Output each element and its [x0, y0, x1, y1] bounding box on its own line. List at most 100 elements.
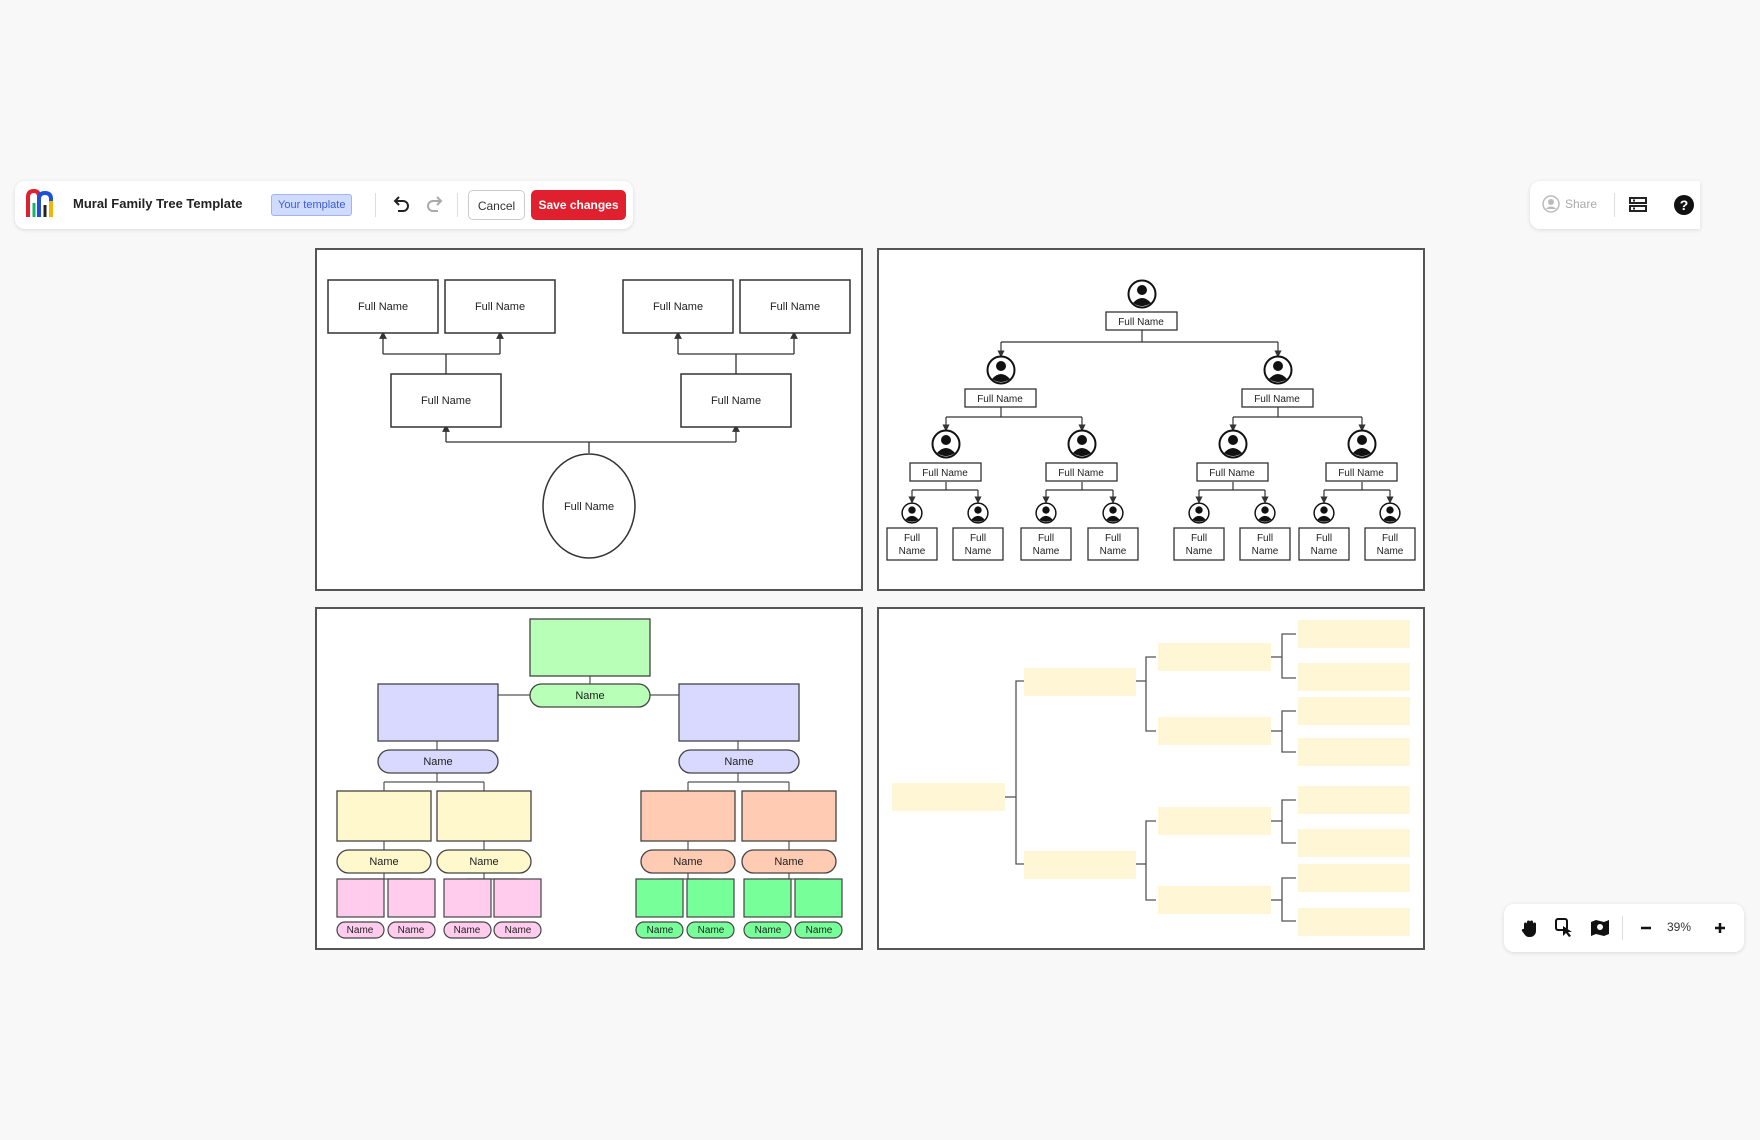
right-toolbar: Share ?: [1530, 181, 1700, 229]
name-line1: Full: [1382, 533, 1398, 544]
name-label: Name: [575, 690, 604, 702]
zoom-in-icon[interactable]: [1708, 916, 1732, 940]
name-pill[interactable]: [387, 921, 436, 939]
person-icon: [986, 355, 1016, 385]
grandparent-box[interactable]: [444, 279, 556, 334]
name-label: Full Name: [977, 394, 1023, 405]
hand-tool-icon[interactable]: [1518, 916, 1542, 940]
placeholder-box[interactable]: [1298, 829, 1410, 857]
placeholder-box[interactable]: [1298, 620, 1410, 648]
placeholder-box[interactable]: [892, 783, 1005, 811]
parent-box[interactable]: [680, 373, 792, 428]
photo-box[interactable]: [377, 683, 499, 742]
share-button[interactable]: Share: [1542, 195, 1597, 213]
placeholder-box[interactable]: [1024, 851, 1136, 879]
photo-box[interactable]: [336, 790, 432, 842]
board2-connectors: [908, 330, 1394, 504]
parent-box[interactable]: [390, 373, 502, 428]
undo-icon[interactable]: [389, 193, 413, 217]
root-circle[interactable]: [542, 453, 636, 559]
photo-box[interactable]: [443, 878, 492, 918]
name-box[interactable]: [1298, 527, 1350, 561]
name-box[interactable]: [1087, 527, 1139, 561]
grandparent-name: Full Name: [475, 301, 525, 313]
grandparent-box[interactable]: [327, 279, 439, 334]
placeholder-box[interactable]: [1298, 738, 1410, 766]
name-label: Name: [347, 925, 374, 936]
root-name: Full Name: [564, 501, 614, 513]
photo-box[interactable]: [794, 878, 843, 918]
redo-icon[interactable]: [423, 193, 447, 217]
name-box[interactable]: [1239, 527, 1291, 561]
name-pill[interactable]: [493, 921, 542, 939]
photo-box[interactable]: [743, 878, 792, 918]
photo-box[interactable]: [436, 790, 532, 842]
name-label: Name: [369, 856, 398, 868]
name-pill[interactable]: [436, 849, 532, 874]
photo-box[interactable]: [741, 790, 837, 842]
placeholder-box[interactable]: [1298, 663, 1410, 691]
name-pill[interactable]: [635, 921, 684, 939]
touch-select-icon[interactable]: [1553, 916, 1577, 940]
name-pill[interactable]: [743, 921, 792, 939]
template-title: Mural Family Tree Template: [73, 196, 243, 211]
placeholder-box[interactable]: [1158, 717, 1271, 745]
placeholder-box[interactable]: [1024, 668, 1136, 696]
name-pill[interactable]: [640, 849, 736, 874]
name-box[interactable]: [886, 527, 938, 561]
name-box[interactable]: [1020, 527, 1072, 561]
placeholder-box[interactable]: [1158, 807, 1271, 835]
name-pill[interactable]: [377, 749, 499, 774]
placeholder-box[interactable]: [1298, 697, 1410, 725]
zoom-level[interactable]: 39%: [1667, 920, 1692, 934]
name-box[interactable]: [1196, 462, 1269, 482]
photo-box[interactable]: [336, 878, 385, 918]
name-box[interactable]: [964, 388, 1037, 408]
name-label: Name: [724, 756, 753, 768]
name-label: Full Name: [1209, 468, 1255, 479]
name-box[interactable]: [1241, 388, 1314, 408]
placeholder-box[interactable]: [1298, 864, 1410, 892]
save-changes-button[interactable]: Save changes: [531, 190, 626, 220]
photo-box[interactable]: [387, 878, 436, 918]
placeholder-box[interactable]: [1158, 886, 1271, 914]
name-box[interactable]: [952, 527, 1004, 561]
name-pill[interactable]: [741, 849, 837, 874]
zoom-out-icon[interactable]: [1634, 916, 1658, 940]
root-name-box[interactable]: [1105, 311, 1178, 331]
outline-panel-icon[interactable]: [1626, 193, 1650, 217]
placeholder-box[interactable]: [1298, 908, 1410, 936]
name-pill[interactable]: [443, 921, 492, 939]
name-box[interactable]: [1173, 527, 1225, 561]
top-toolbar: Mural Family Tree Template Your template…: [15, 181, 633, 229]
name-box[interactable]: [909, 462, 982, 482]
grandparent-box[interactable]: [739, 279, 851, 334]
photo-box[interactable]: [640, 790, 736, 842]
name-line1: Full: [1316, 533, 1332, 544]
name-line1: Full: [904, 533, 920, 544]
placeholder-box[interactable]: [1158, 643, 1271, 671]
grandparent-box[interactable]: [622, 279, 734, 334]
photo-box[interactable]: [635, 878, 684, 918]
photo-box[interactable]: [529, 618, 651, 677]
photo-box[interactable]: [678, 683, 800, 742]
photo-box[interactable]: [686, 878, 735, 918]
help-icon[interactable]: ?: [1672, 193, 1696, 217]
mural-logo[interactable]: [24, 187, 60, 221]
name-box[interactable]: [1045, 462, 1118, 482]
name-label: Name: [454, 925, 481, 936]
name-pill[interactable]: [336, 921, 385, 939]
board-bracket-tree[interactable]: [877, 607, 1425, 950]
name-pill[interactable]: [794, 921, 843, 939]
name-box[interactable]: [1325, 462, 1398, 482]
name-pill[interactable]: [678, 749, 800, 774]
name-pill[interactable]: [529, 683, 651, 708]
photo-box[interactable]: [493, 878, 542, 918]
name-pill[interactable]: [336, 849, 432, 874]
name-pill[interactable]: [686, 921, 735, 939]
map-view-icon[interactable]: [1588, 916, 1612, 940]
placeholder-box[interactable]: [1298, 786, 1410, 814]
name-box[interactable]: [1364, 527, 1416, 561]
cancel-button[interactable]: Cancel: [468, 190, 525, 220]
